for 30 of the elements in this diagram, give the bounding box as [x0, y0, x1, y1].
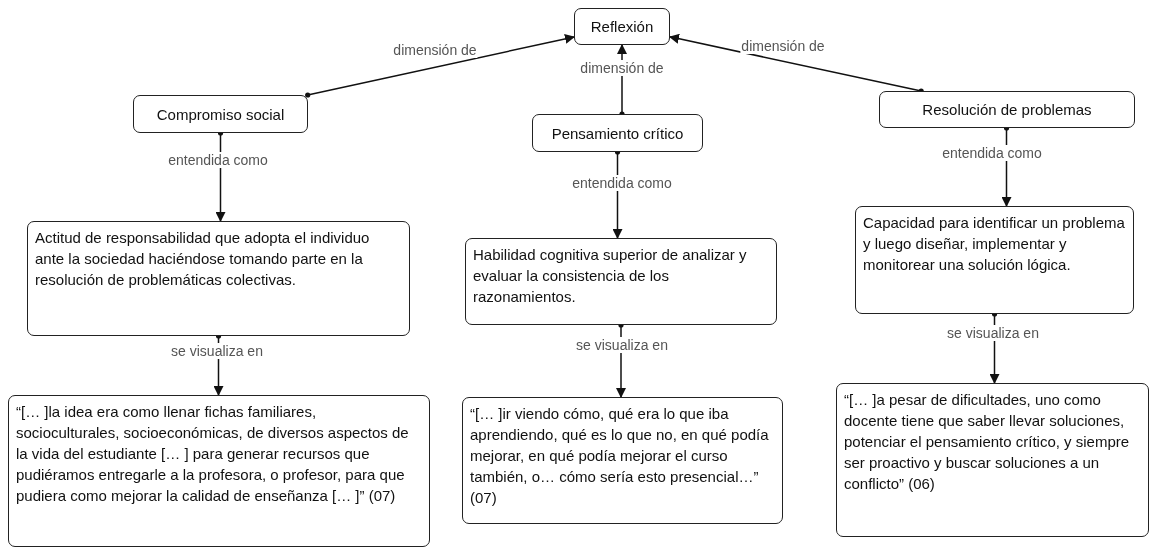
quote-box: [8, 395, 430, 547]
edge-label: dimensión de: [740, 38, 826, 54]
quote-text: “[… ]ir viendo cómo, qué era lo que iba aprendiendo, qué es lo que no, en qué podía mejorar, en qué podía mejorar el curso también, o… cómo sería esto presencial…” (07): [470, 404, 770, 508]
concept-text: Actitud de responsabilidad que adopta el individuo ante la sociedad haciéndose tomando parte en la resolución de problemáticas colectivas.: [35, 228, 371, 290]
quote-box: [836, 383, 1149, 537]
concept-box: [574, 8, 670, 45]
definition-box: [855, 206, 1134, 314]
quote-text: “[… ]a pesar de dificultades, uno como docente tiene que saber llevar soluciones, potenciar el pensamiento crítico, y siempre ser proactivo y buscar soluciones a un conflicto” (06): [844, 390, 1131, 494]
concept-box: [133, 95, 308, 133]
concept-text: Compromiso social: [156, 104, 285, 125]
concept-text: Resolución de problemas: [922, 100, 1092, 120]
edge-label: entendida como: [571, 175, 673, 191]
definition-box: [27, 221, 410, 336]
edge-label: dimensión de: [579, 60, 665, 76]
concept-text: Pensamiento crítico: [551, 123, 684, 144]
edge-label: entendida como: [167, 152, 269, 168]
concept-box: [532, 114, 703, 152]
concept-text: Reflexión: [590, 17, 654, 37]
concept-box: [879, 91, 1135, 128]
edge-label: se visualiza en: [575, 337, 669, 353]
quote-box: [462, 397, 783, 524]
concept-text: Capacidad para identificar un problema y luego diseñar, implementar y monitorear una solución lógica.: [863, 213, 1126, 275]
edge-label: se visualiza en: [170, 343, 264, 359]
edge-label: dimensión de: [392, 42, 478, 58]
edge-label: entendida como: [941, 145, 1043, 161]
definition-box: [465, 238, 777, 325]
arrow: [305, 34, 575, 98]
concept-text: Habilidad cognitiva superior de analizar y evaluar la consistencia de los razonamientos.: [473, 245, 748, 307]
edge-label: se visualiza en: [946, 325, 1040, 341]
quote-text: “[… ]la idea era como llenar fichas familiares, socioculturales, socioeconómicas, de diversos aspectos de la vida del estudiante [… ] para generar recursos que pudiéramos entregarle a la profesora, o profesor, para que pudiera como mejorar la calidad de enseñanza [… ]” (07): [16, 402, 410, 506]
